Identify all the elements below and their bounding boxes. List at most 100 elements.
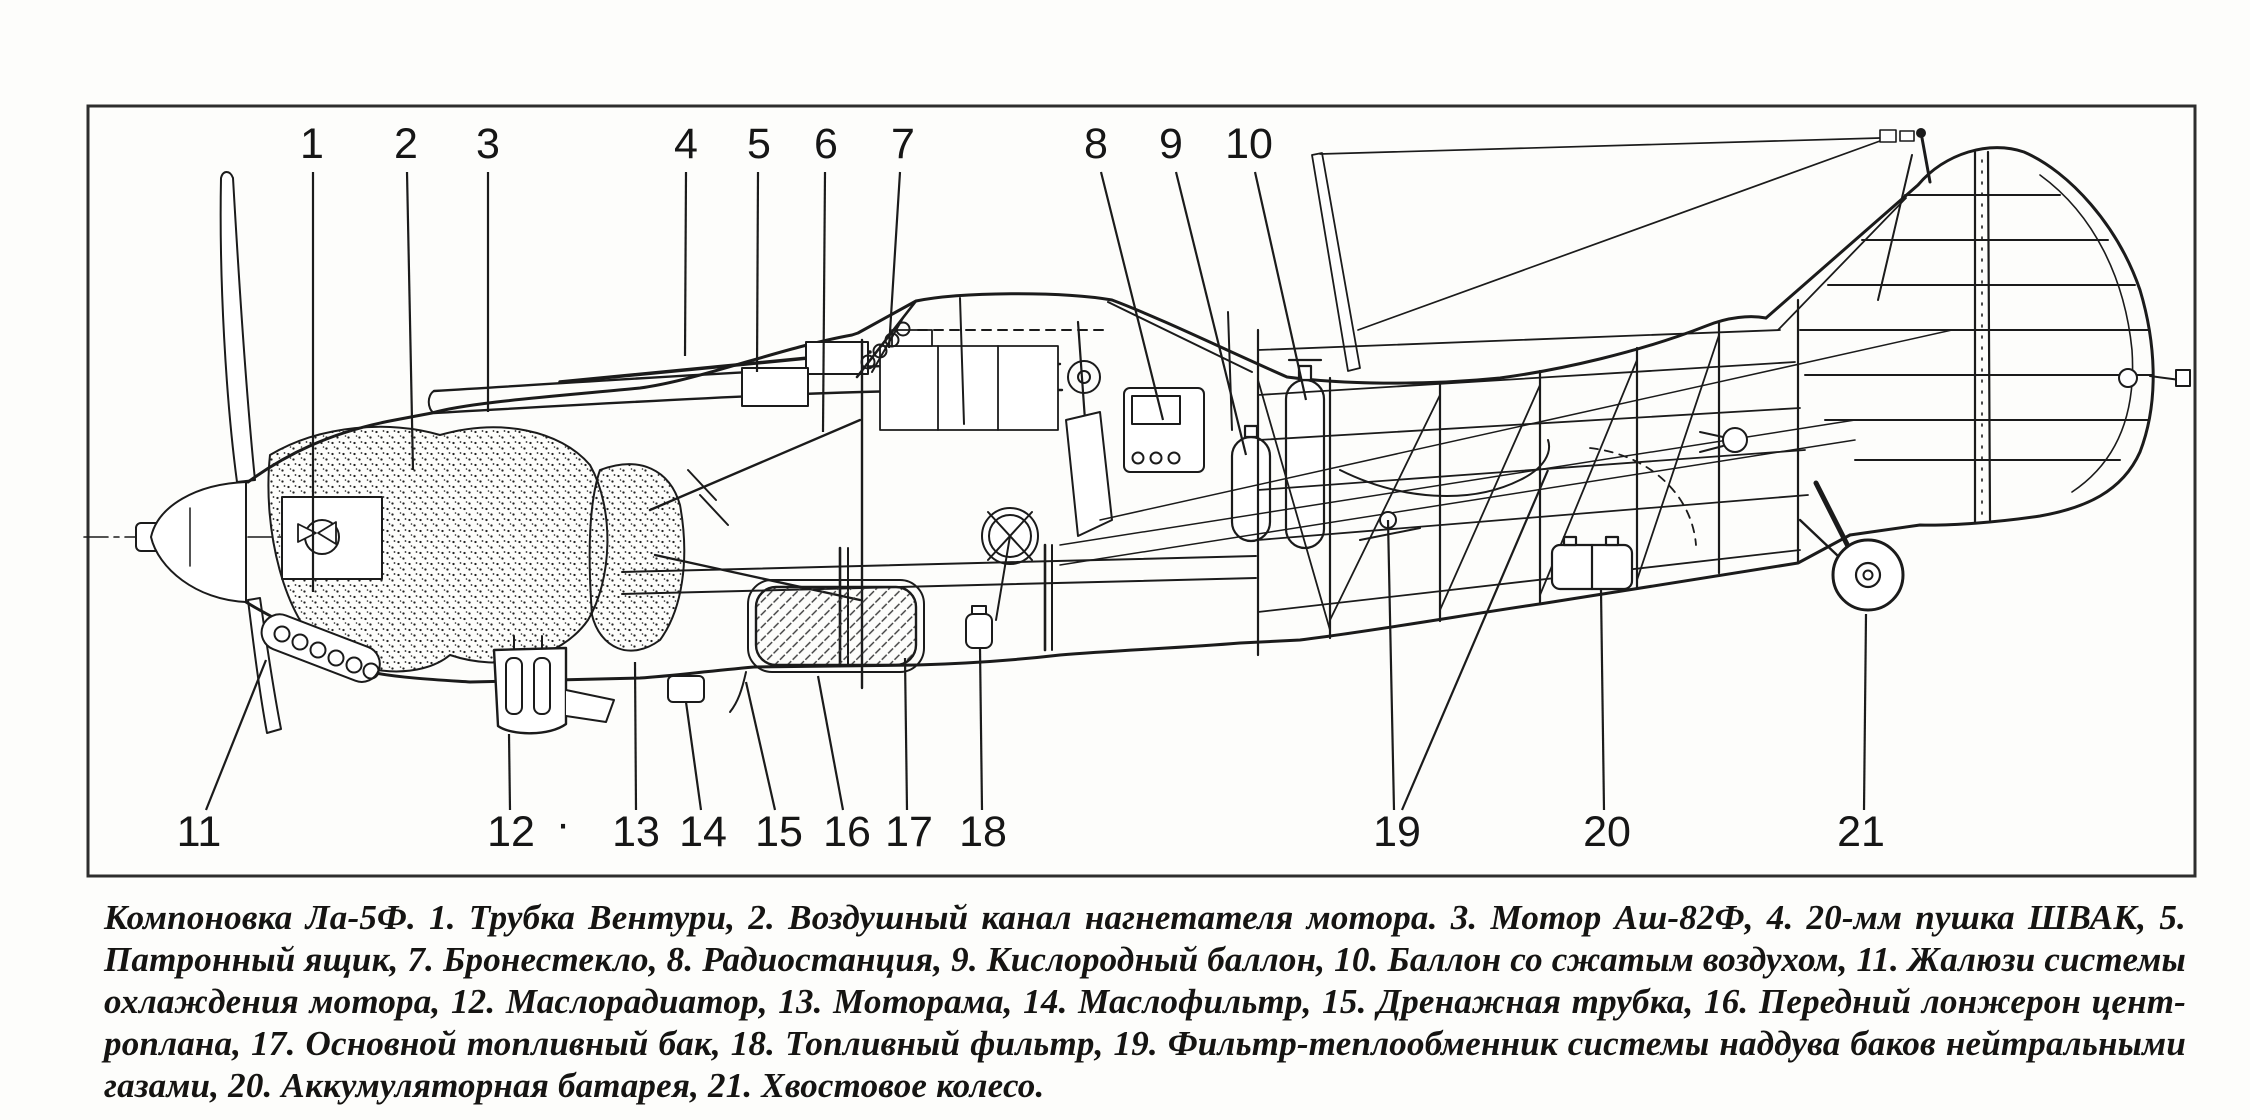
radiator-exit-flap [565, 689, 615, 723]
rear-fuselage-truss [1059, 298, 1953, 657]
tailwheel-well-outline [1589, 447, 1697, 546]
callout-leader-9 [1174, 171, 1248, 456]
callout-number-7: 7 [891, 120, 915, 168]
figure-caption: Компоновка Ла-5Ф. 1. Трубка Вентури, 2. … [104, 897, 2186, 1107]
canopy [917, 297, 1253, 431]
tail-light [2175, 369, 2191, 387]
callout-number-11: 11 [177, 808, 222, 856]
callout-number-16: 16 [823, 808, 871, 856]
spinner [150, 481, 247, 603]
caption-line: охлаждения мотора, 12. Маслорадиатор, 13… [104, 982, 2186, 1021]
callout-number-19: 19 [1373, 808, 1421, 856]
callout-leader-17 [903, 657, 909, 811]
callout-number-8: 8 [1084, 120, 1108, 168]
supercharger [1067, 360, 1101, 394]
caption-line: роплана, 17. Основной топливный бак, 18.… [104, 1024, 2186, 1063]
callout-leader-6 [821, 171, 827, 433]
fuselage-bottom-outline [244, 533, 1852, 684]
callout-leader-14 [684, 701, 703, 811]
antenna [1311, 128, 1932, 372]
aircraft-cutaway-drawing [83, 128, 2191, 735]
pilot-seat [1065, 411, 1113, 537]
callout-number-·: · [556, 800, 570, 848]
venturi-tube [297, 521, 337, 545]
callout-number-12: 12 [487, 808, 535, 856]
callout-number-20: 20 [1583, 808, 1631, 856]
propeller-blade-upper [219, 171, 256, 483]
engine-rear-row [588, 463, 686, 652]
shvak-cannon [558, 341, 872, 407]
antenna-wire-lower [1357, 140, 1881, 331]
figure-border [86, 104, 2197, 878]
compressed-air-bottle [1284, 358, 1326, 550]
callout-number-4: 4 [674, 120, 698, 168]
equipment-deck [879, 320, 1090, 464]
tailwheel-linkage [1798, 518, 1840, 558]
callout-leader-16 [816, 675, 845, 811]
callout-number-3: 3 [476, 120, 500, 168]
callout-leader-19 [1400, 469, 1550, 811]
callout-number-6: 6 [814, 120, 838, 168]
callout-number-5: 5 [747, 120, 771, 168]
callout-leader-21 [1862, 613, 1868, 811]
fin-front-spar [1877, 154, 1913, 301]
caption-line: Компоновка Ла-5Ф. 1. Трубка Вентури, 2. … [104, 898, 2186, 937]
callout-leader-7 [887, 171, 902, 349]
propeller [135, 171, 282, 734]
cowl-louvres [260, 613, 381, 683]
fuel-filter [965, 605, 993, 649]
caption-line: Патронный ящик, 7. Бронестекло, 8. Радио… [104, 940, 2186, 979]
callout-number-2: 2 [394, 120, 418, 168]
callout-leader-20 [1599, 589, 1606, 811]
oil-radiator [492, 635, 615, 735]
callout-leader-12 [507, 733, 512, 811]
callout-leader-18 [978, 647, 984, 811]
callout-number-10: 10 [1225, 120, 1273, 168]
fin-leading-edge-girder [1777, 197, 1907, 331]
callout-number-13: 13 [612, 808, 660, 856]
callout-number-17: 17 [885, 808, 933, 856]
callout-number-14: 14 [679, 808, 727, 856]
cockpit-interior [981, 411, 1113, 621]
callout-number-1: 1 [300, 120, 324, 168]
rudder-cable [1099, 329, 1953, 521]
callout-leader-5 [755, 171, 760, 373]
tail-wheel [1798, 480, 1905, 612]
oxygen-bottle [1230, 424, 1272, 543]
callout-leader-4 [683, 171, 688, 357]
callout-number-15: 15 [755, 808, 803, 856]
oil-filter [667, 675, 705, 703]
control-cable [1059, 439, 1856, 566]
caption-line: газами, 20. Аккумуляторная батарея, 21. … [104, 1066, 1045, 1105]
stabilizer-fitting [1722, 427, 1748, 453]
callout-number-9: 9 [1159, 120, 1183, 168]
callout-leader-15 [744, 681, 777, 811]
cannon-breech [805, 341, 869, 375]
exhaust-stubs [699, 494, 729, 526]
ammo-box [741, 367, 809, 407]
tail-fin [1699, 146, 2191, 537]
fin-outline [1764, 146, 2155, 537]
fuselage-top-outline [246, 292, 1768, 484]
callout-leader-11 [204, 659, 268, 811]
callout-number-18: 18 [959, 808, 1007, 856]
windscreen [855, 299, 918, 379]
callout-leader-19 [1386, 519, 1396, 811]
callout-leader-2 [405, 171, 415, 471]
drain-tube [729, 671, 747, 713]
radio-set [1123, 387, 1205, 473]
fuel-tank [747, 579, 925, 673]
callout-leader-8 [1099, 171, 1165, 421]
antenna-mast [1311, 152, 1361, 372]
engine-ash82f [267, 425, 729, 673]
callout-leader-13 [633, 661, 638, 811]
battery [1550, 535, 1634, 591]
rudder-trailing-structure [2039, 174, 2134, 493]
callout-number-21: 21 [1837, 808, 1885, 856]
callout-leader-10 [1253, 171, 1308, 401]
turnbuckle [1879, 129, 1897, 143]
rudder-hinge-fitting [2118, 368, 2138, 388]
